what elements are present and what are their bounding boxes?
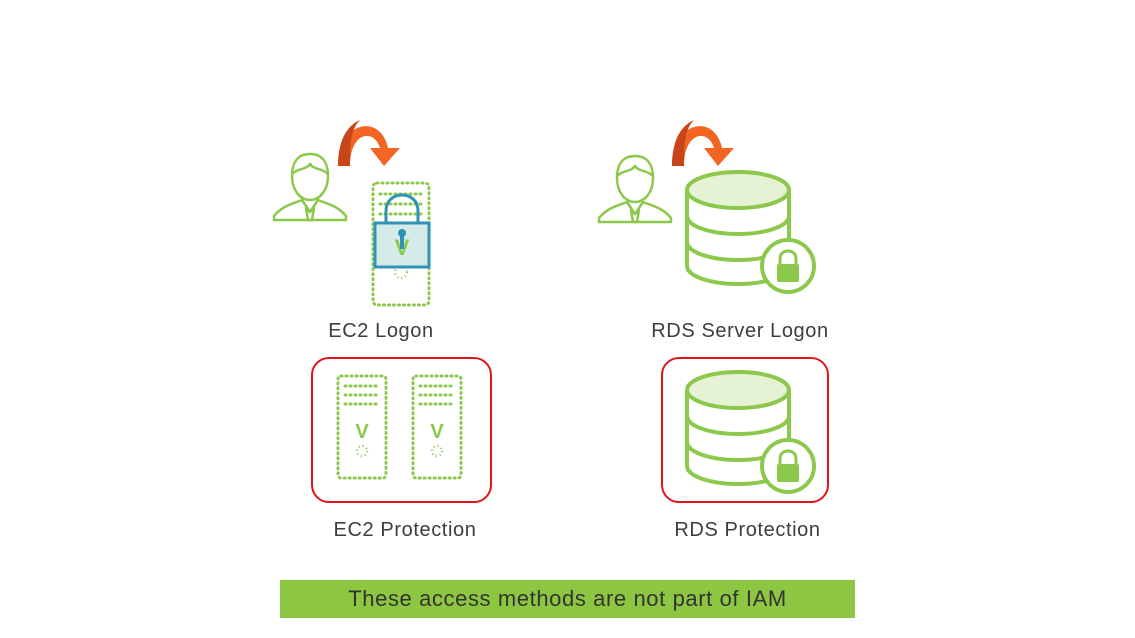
rds-protection-lock-badge-icon <box>760 438 816 494</box>
ec2-protection-server-icon-2: V <box>411 374 463 480</box>
ec2-logon-user-icon <box>272 152 348 222</box>
ec2-protection-server-icon-1: V <box>336 374 388 480</box>
server-letter: V <box>355 421 369 443</box>
ec2-logon-curved-arrow-icon <box>338 120 400 166</box>
ec2-protection-box <box>311 357 492 503</box>
rds-logon-user-icon <box>597 154 673 224</box>
ec2-logon-caption: EC2 Logon <box>328 320 434 342</box>
server-letter: V <box>430 421 444 443</box>
rds-protection-box <box>661 357 829 503</box>
rds-logon-lock-badge-icon <box>760 238 816 294</box>
iam-note-banner: These access methods are not part of IAM <box>280 580 855 618</box>
iam-note-text: These access methods are not part of IAM <box>348 586 787 611</box>
ec2-logon-padlock-icon: V <box>373 193 431 269</box>
ec2-protection-caption: EC2 Protection <box>333 519 477 541</box>
rds-logon-caption: RDS Server Logon <box>651 320 829 342</box>
rds-protection-caption: RDS Protection <box>674 519 821 541</box>
rds-logon-curved-arrow-icon <box>672 120 734 166</box>
